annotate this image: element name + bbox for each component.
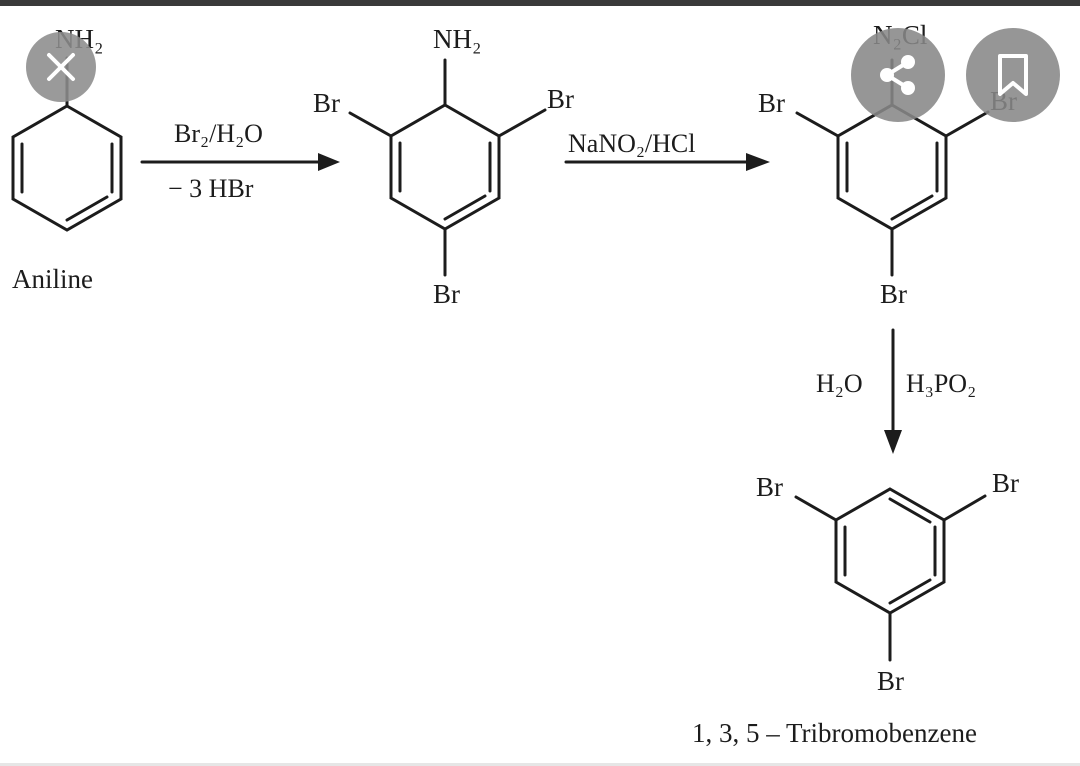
product-br-bottom: Br [877, 666, 904, 696]
step3-arrowhead [884, 430, 902, 454]
step1-byproduct: − 3 HBr [168, 174, 254, 203]
bookmark-button[interactable] [966, 28, 1060, 122]
step2-arrowhead [746, 153, 770, 171]
share-icon [880, 55, 915, 95]
intermediate1-nh2-label: NH₂ [433, 24, 481, 54]
bookmark-icon [998, 54, 1028, 96]
product-name: 1, 3, 5 – Tribromobenzene [692, 718, 977, 748]
bottom-divider [0, 763, 1080, 766]
step1-arrowhead [318, 153, 340, 171]
step3-reagent-left: H₂O [816, 369, 863, 398]
step2-reagent: NaNO₂/HCl [568, 129, 696, 158]
tribromoaniline-ring [348, 58, 547, 277]
tribromobenzene-ring [794, 487, 987, 662]
share-button[interactable] [851, 28, 945, 122]
product-br-left: Br [756, 472, 783, 502]
top-status-strip [0, 0, 1080, 6]
intermediate1-br-right: Br [547, 84, 574, 114]
step1-reagent: Br₂/H₂O [174, 119, 263, 148]
aniline-name: Aniline [12, 264, 93, 294]
intermediate2-br-left: Br [758, 88, 785, 118]
intermediate2-br-bottom: Br [880, 279, 907, 309]
close-button[interactable] [26, 32, 96, 102]
intermediate1-br-left: Br [313, 88, 340, 118]
step3-reagent-right: H₃PO₂ [906, 369, 976, 398]
intermediate1-br-bottom: Br [433, 279, 460, 309]
product-br-right: Br [992, 468, 1019, 498]
close-icon [47, 53, 75, 81]
